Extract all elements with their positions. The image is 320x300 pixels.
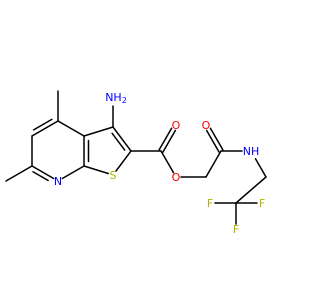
atom-label-nh-amide: NH bbox=[243, 145, 260, 158]
bond-cc-oc-a bbox=[162, 129, 177, 153]
bond-ca-oa-a bbox=[209, 127, 224, 151]
atom-label-o-ester: O bbox=[172, 171, 181, 184]
atom-symbol: NH bbox=[105, 91, 122, 104]
bond-n7-c6-a bbox=[31, 165, 55, 180]
bond-c2-s1 bbox=[115, 150, 132, 172]
atom-label-f3: F bbox=[259, 197, 265, 210]
bond-c3-c2-a bbox=[112, 126, 132, 152]
atom-symbol: O bbox=[202, 119, 211, 132]
atom-label-nh2: NH2 bbox=[105, 91, 127, 105]
atom-symbol: O bbox=[172, 119, 181, 132]
bond-n7-c6-b bbox=[32, 171, 49, 182]
bond-c6-me6 bbox=[5, 165, 33, 182]
atom-symbol: F bbox=[233, 223, 239, 236]
bond-cc-oe bbox=[160, 150, 175, 174]
atom-label-s-ring: S bbox=[110, 169, 117, 182]
bond-c5-c4-a bbox=[31, 120, 59, 137]
bond-c7a-n7 bbox=[61, 165, 85, 180]
atom-subscript: 2 bbox=[122, 96, 127, 105]
bond-cc-oc-b bbox=[158, 127, 173, 151]
bond-c3a-c3 bbox=[83, 126, 114, 137]
atom-label-f1: F bbox=[233, 223, 239, 236]
bond-c3-c2-b bbox=[111, 132, 126, 151]
bond-c5-c4-b bbox=[32, 118, 53, 131]
bond-ch2b-cf3 bbox=[235, 176, 267, 204]
atom-symbol: NH bbox=[243, 145, 260, 158]
bond-layer bbox=[5, 90, 267, 225]
atom-label-n-ring: N bbox=[54, 175, 62, 188]
atom-symbol: F bbox=[207, 197, 213, 210]
bond-ch2a-ca bbox=[205, 150, 222, 178]
bond-na-ch2b bbox=[254, 158, 267, 178]
atom-symbol: N bbox=[54, 175, 62, 188]
bond-c4-c3a bbox=[57, 120, 85, 137]
atom-symbol: O bbox=[172, 171, 181, 184]
atom-label-o-amide: O bbox=[202, 119, 211, 132]
atom-symbol: S bbox=[110, 169, 117, 182]
atom-label-o-carbonyl: O bbox=[172, 119, 181, 132]
bond-ca-oa-b bbox=[205, 129, 220, 153]
atom-symbol: F bbox=[259, 197, 265, 210]
bond-s1-c7a bbox=[83, 165, 109, 175]
atom-label-f2: F bbox=[207, 197, 213, 210]
